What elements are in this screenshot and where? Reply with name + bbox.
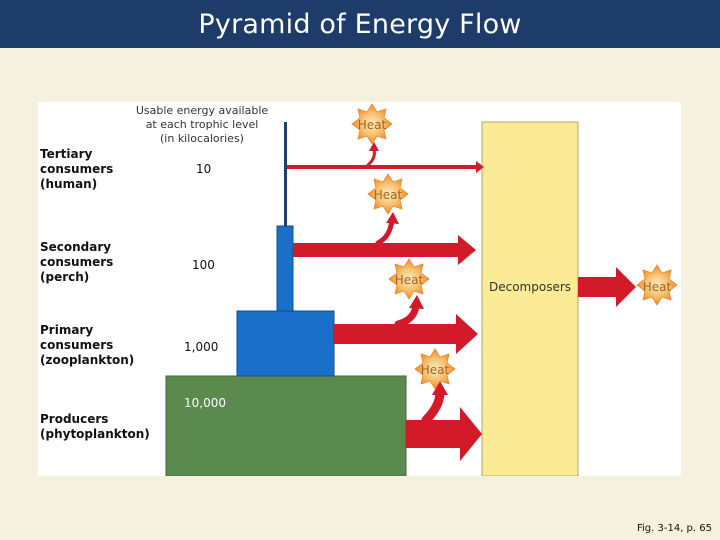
- heat-branch-secondary: [375, 217, 395, 246]
- heat-burst-primary: [388, 258, 430, 300]
- heat-branch-tertiary: [366, 148, 376, 167]
- energy-header-line-3: (in kilocalories): [160, 132, 244, 145]
- heat-label-primary: Heat: [395, 273, 424, 287]
- energy-arrow-producers: [406, 407, 482, 461]
- level-name-primary-1: Primary: [40, 323, 93, 337]
- energy-pyramid-diagram: Usable energy available at each trophic …: [40, 103, 678, 476]
- heat-label-decomposers: Heat: [643, 280, 672, 294]
- energy-arrow-decomposers: [578, 267, 636, 307]
- title-bar: Pyramid of Energy Flow: [0, 0, 720, 48]
- heat-burst-secondary: [367, 173, 409, 215]
- heat-label-producers: Heat: [421, 363, 450, 377]
- energy-value-tertiary: 10: [196, 162, 211, 176]
- energy-pyramid-figure: Usable energy available at each trophic …: [38, 102, 681, 476]
- decomposers-label: Decomposers: [489, 280, 571, 294]
- heat-branch-tertiary-head: [369, 142, 379, 151]
- energy-arrow-primary: [334, 314, 478, 354]
- decomposers-box: [481, 121, 579, 476]
- level-name-tertiary-3: (human): [40, 177, 97, 191]
- producers-block: [165, 375, 407, 476]
- heat-label-tertiary: Heat: [358, 118, 387, 132]
- secondary-consumers-block: [276, 225, 294, 312]
- level-name-secondary-3: (perch): [40, 270, 89, 284]
- energy-arrow-tertiary: [287, 161, 484, 173]
- heat-branch-primary: [394, 302, 420, 328]
- level-name-primary-3: (zooplankton): [40, 353, 134, 367]
- heat-branch-producers: [421, 387, 445, 425]
- tertiary-consumers-block: [284, 122, 287, 226]
- level-name-tertiary-1: Tertiary: [40, 147, 93, 161]
- energy-arrow-secondary: [293, 235, 476, 265]
- level-name-tertiary-2: consumers: [40, 162, 113, 176]
- heat-branch-secondary-head: [386, 212, 399, 224]
- energy-value-secondary: 100: [192, 258, 215, 272]
- level-name-primary-2: consumers: [40, 338, 113, 352]
- energy-value-producers: 10,000: [184, 396, 226, 410]
- figure-caption: Fig. 3-14, p. 65: [637, 523, 712, 534]
- slide-title: Pyramid of Energy Flow: [198, 8, 522, 40]
- primary-consumers-block: [236, 310, 335, 377]
- heat-branch-producers-head: [432, 381, 448, 395]
- heat-burst-producers: [414, 348, 456, 390]
- heat-label-secondary: Heat: [374, 188, 403, 202]
- energy-header-line-2: at each trophic level: [146, 118, 259, 131]
- level-name-secondary-2: consumers: [40, 255, 113, 269]
- energy-header-line-1: Usable energy available: [136, 104, 269, 117]
- heat-branch-primary-head: [409, 295, 424, 309]
- heat-burst-tertiary: [351, 103, 393, 145]
- level-name-producers-1: Producers: [40, 412, 108, 426]
- energy-value-primary: 1,000: [184, 340, 218, 354]
- level-name-producers-2: (phytoplankton): [40, 427, 150, 441]
- level-name-secondary-1: Secondary: [40, 240, 111, 254]
- heat-burst-decomposers: [636, 264, 678, 306]
